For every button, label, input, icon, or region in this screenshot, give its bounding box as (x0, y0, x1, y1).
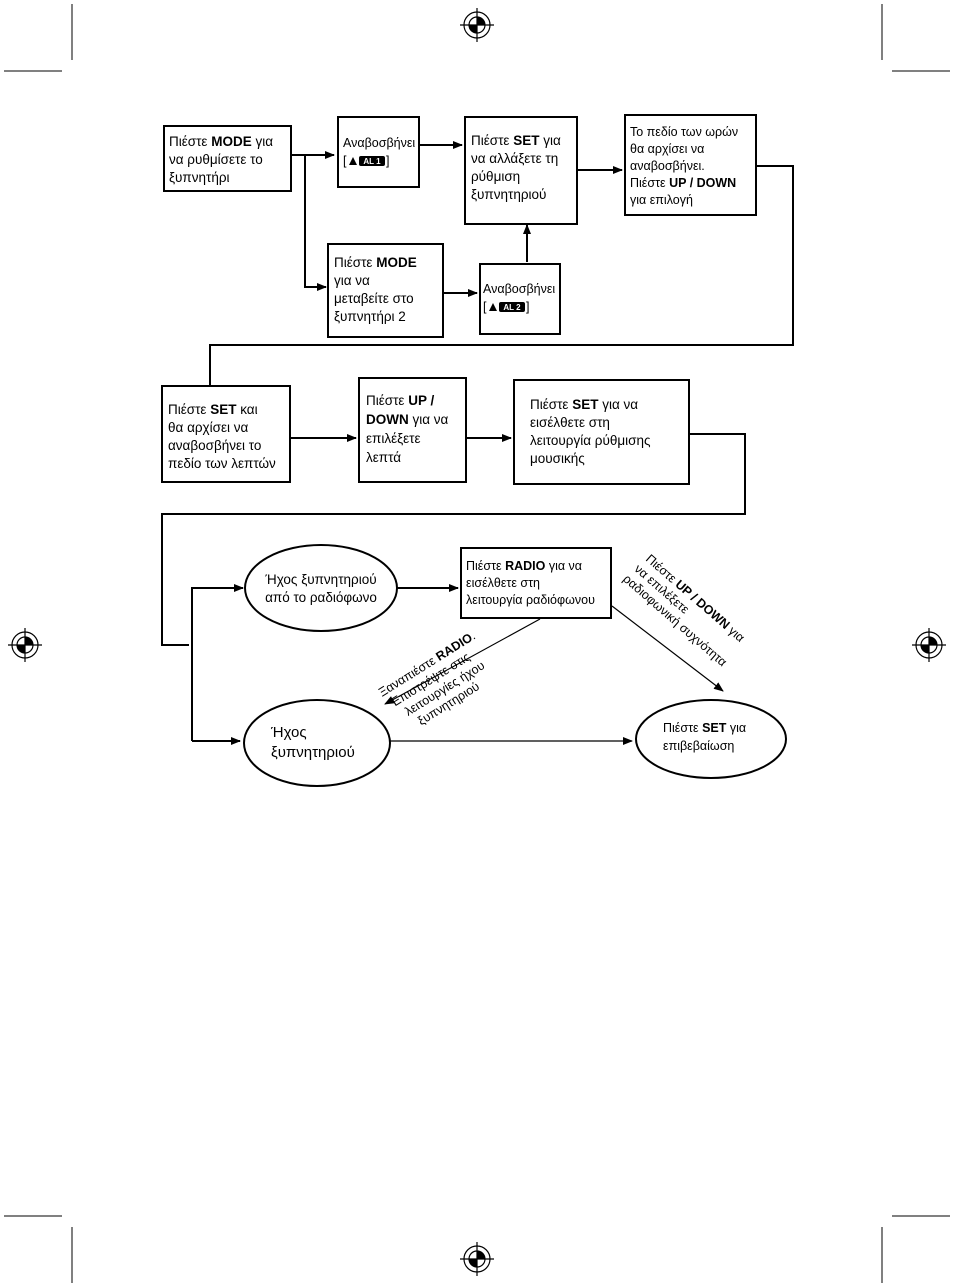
step-set-music-mode: Πιέστε SET για να εισέλθετε στη λειτουργ… (513, 379, 690, 485)
box4-line5: για επιλογή (630, 193, 693, 207)
al2-badge-text: AL 2 (503, 303, 521, 312)
box9-line1: Πιέστε SET για να (530, 397, 638, 412)
registration-mark-bottom-icon (460, 1242, 494, 1276)
step-radio-mode: Πιέστε RADIO για να εισέλθετε στη λειτου… (460, 547, 612, 619)
box8-line1: Πιέστε UP / (366, 393, 434, 408)
oval3-line1: Πιέστε SET για (663, 721, 746, 735)
box6-bracket-open: [ (483, 300, 487, 314)
box1-line3: ξυπνητήρι (169, 170, 230, 185)
box7-line4: πεδίο των λεπτών (168, 456, 276, 471)
registration-mark-left-icon (8, 628, 42, 662)
connectors (161, 141, 794, 745)
box4-line1: Το πεδίο των ωρών (630, 125, 738, 139)
box6-bracket-close: ] (526, 300, 529, 314)
box7-line1: Πιέστε SET και (168, 402, 258, 417)
al2-badge-icon: AL 2 (489, 302, 525, 312)
step-updown-minutes: Πιέστε UP / DOWN για να επιλέξετε λεπτά (358, 377, 467, 483)
step-set-minute-field: Πιέστε SET και θα αρχίσει να αναβοσβήνει… (161, 385, 291, 483)
box4-line4: Πιέστε UP / DOWN (630, 176, 736, 190)
box3-line1: Πιέστε SET για (471, 133, 561, 148)
box5-line4: ξυπνητήρι 2 (334, 309, 406, 324)
step-blinks-al1: Αναβοσβήνει [ AL 1 ] (337, 116, 420, 188)
al1-badge-text: AL 1 (363, 157, 381, 166)
box8-line3: επιλέξετε (366, 431, 421, 446)
box4-line3: αναβοσβήνει. (630, 159, 705, 173)
box4-line2: θα αρχίσει να (630, 142, 704, 156)
box1-line1: Πιέστε MODE για (169, 134, 273, 149)
box3-line2: να αλλάξετε τη (471, 151, 558, 166)
step-mode-alarm2: Πιέστε MODE για να μεταβείτε στο ξυπνητή… (327, 243, 444, 338)
box7-line3: αναβοσβήνει το (168, 438, 261, 453)
oval-alarm-from-radio: Ήχος ξυπνητηριού από το ραδιόφωνο (244, 544, 398, 632)
box9-line3: λειτουργία ρύθμισης (530, 433, 651, 448)
box8-line4: λεπτά (366, 450, 401, 465)
box2-line1: Αναβοσβήνει (343, 136, 415, 150)
crop-marks (4, 4, 950, 1283)
oval3-line2: επιβεβαίωση (663, 739, 734, 753)
box2-bracket-close: ] (386, 154, 389, 168)
box10-line3: λειτουργία ραδιόφωνου (466, 593, 595, 607)
box10-line2: εισέλθετε στη (466, 576, 540, 590)
box5-line2: για να (334, 273, 370, 288)
label-updown-frequency: Πιέστε UP / DOWN για να επιλέξετε ραδιοφ… (620, 552, 747, 670)
label-radio-again: Ξαναπιέστε RADIO. Επιστρέψτε στις λειτου… (376, 629, 487, 728)
al1-badge-icon: AL 1 (349, 156, 385, 166)
box5-line1: Πιέστε MODE (334, 255, 417, 270)
box8-line2: DOWN για να (366, 412, 449, 427)
registration-mark-top-icon (460, 8, 494, 42)
oval1-line1: Ήχος ξυπνητηριού (264, 572, 376, 587)
box1-line2: να ρυθμίσετε το (169, 152, 263, 167)
step-hour-field-blinks: Το πεδίο των ωρών θα αρχίσει να αναβοσβή… (624, 114, 757, 216)
registration-mark-right-icon (912, 628, 946, 662)
oval-alarm-sound: Ήχος ξυπνητηριού (243, 699, 391, 787)
step-set-change-alarm: Πιέστε SET για να αλλάξετε τη ρύθμιση ξυ… (464, 116, 578, 225)
box3-line4: ξυπνητηριού (471, 187, 546, 202)
step-blinks-al2: Αναβοσβήνει [ AL 2 ] (479, 263, 561, 335)
oval1-line2: από το ραδιόφωνο (265, 590, 377, 605)
box7-line2: θα αρχίσει να (168, 420, 248, 435)
box3-line3: ρύθμιση (471, 169, 520, 184)
box9-line2: εισέλθετε στη (530, 415, 610, 430)
box5-line3: μεταβείτε στο (334, 291, 414, 306)
oval2-line1: Ήχος (270, 724, 307, 741)
oval-confirm-set: Πιέστε SET για επιβεβαίωση (635, 699, 787, 779)
box2-bracket-open: [ (343, 154, 347, 168)
box10-line1: Πιέστε RADIO για να (466, 559, 582, 573)
step-mode-set-alarm: Πιέστε MODE για να ρυθμίσετε το ξυπνητήρ… (163, 125, 292, 192)
box6-line1: Αναβοσβήνει (483, 282, 555, 296)
oval2-line2: ξυπνητηριού (271, 744, 355, 761)
box9-line4: μουσικής (530, 451, 585, 466)
